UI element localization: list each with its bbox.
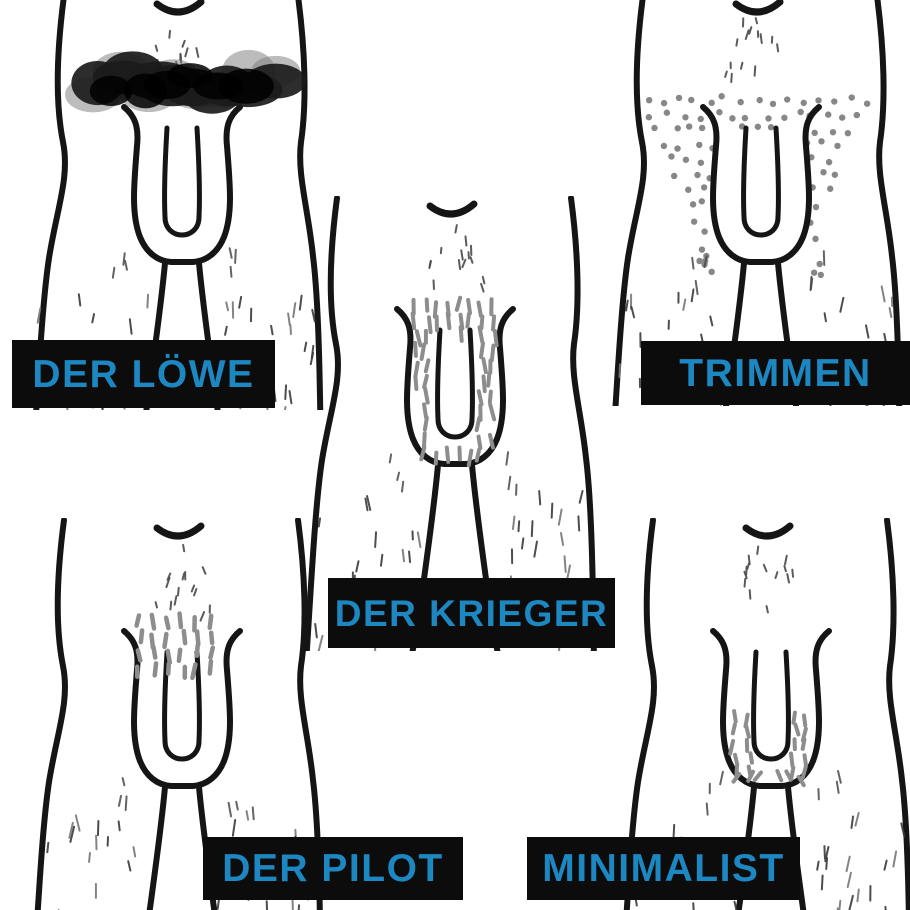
figure-der-loewe bbox=[14, 0, 324, 410]
style-label-der-loewe: DER LÖWE bbox=[32, 352, 255, 396]
figure-der-loewe-drawing bbox=[33, 0, 324, 410]
figure-minimalist bbox=[603, 518, 910, 910]
style-label-der-krieger: DER KRIEGER bbox=[334, 592, 609, 634]
style-label-der-pilot: DER PILOT bbox=[222, 847, 444, 890]
style-banner-der-krieger: DER KRIEGER bbox=[328, 578, 615, 648]
style-label-trimmen: TRIMMEN bbox=[679, 351, 872, 395]
style-banner-minimalist: MINIMALIST bbox=[527, 837, 800, 900]
figure-trimmen bbox=[593, 0, 903, 406]
style-banner-trimmen: TRIMMEN bbox=[641, 341, 910, 405]
style-banner-der-pilot: DER PILOT bbox=[203, 837, 463, 900]
style-label-minimalist: MINIMALIST bbox=[542, 847, 785, 890]
style-banner-der-loewe: DER LÖWE bbox=[12, 340, 275, 408]
figure-trimmen-drawing bbox=[612, 0, 903, 406]
figure-minimalist-drawing bbox=[623, 518, 910, 910]
